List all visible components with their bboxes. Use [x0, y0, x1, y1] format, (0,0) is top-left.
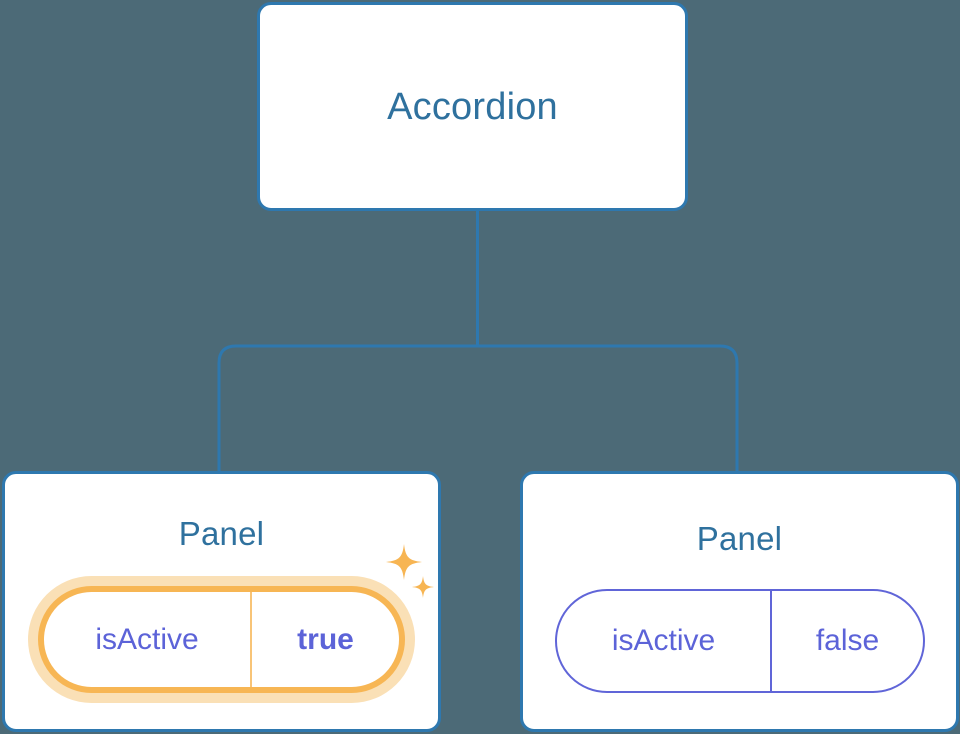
prop-pill-body[interactable]: isActive true [38, 586, 405, 693]
prop-value-false: false [815, 624, 880, 657]
node-panel-2-title: Panel [696, 520, 783, 557]
node-accordion-title: Accordion [387, 85, 558, 128]
node-panel-1-title: Panel [178, 515, 265, 552]
prop-pill-body[interactable]: isActive false [555, 589, 925, 693]
connector-branch-left [217, 344, 478, 471]
prop-value-true: true [297, 622, 354, 656]
connector-branch-right [477, 344, 739, 471]
prop-name-is-active: isActive [44, 592, 252, 687]
node-accordion[interactable]: Accordion [257, 2, 688, 211]
prop-name-is-active: isActive [557, 591, 772, 691]
prop-pill-is-active-true[interactable]: isActive true [28, 576, 415, 703]
prop-pill-is-active-false[interactable]: isActive false [555, 589, 925, 693]
